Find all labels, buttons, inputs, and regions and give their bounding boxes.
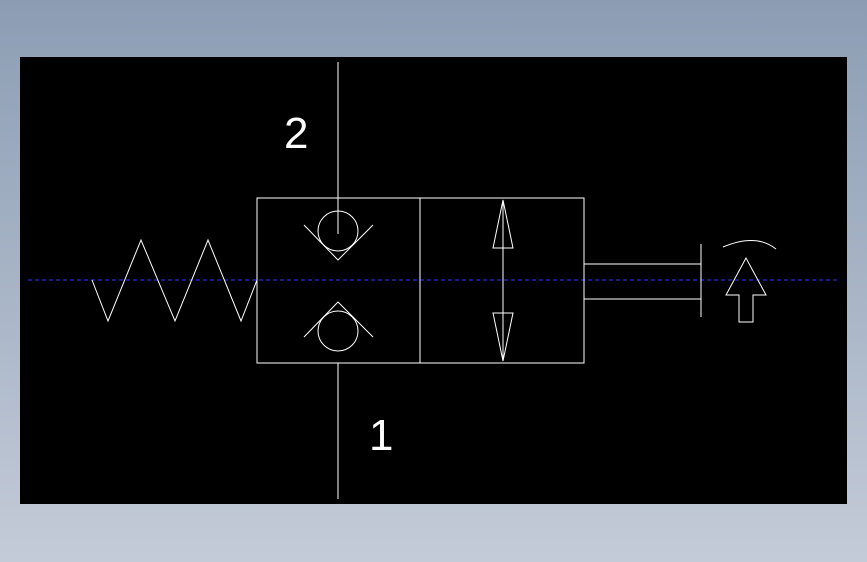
port-label-2: 2 bbox=[284, 109, 308, 158]
check-valve-open-icon bbox=[303, 210, 374, 261]
cad-viewport[interactable]: 2 1 bbox=[20, 57, 847, 504]
manual-push-icon bbox=[722, 240, 777, 323]
flow-arrow-icon bbox=[492, 199, 514, 362]
plunger-icon bbox=[584, 244, 702, 317]
spring-icon bbox=[91, 238, 258, 323]
port-label-1: 1 bbox=[369, 411, 393, 460]
valve-symbol-drawing: 2 1 bbox=[28, 62, 840, 499]
check-valve-closed-icon bbox=[303, 301, 374, 352]
valve-envelope-right bbox=[419, 197, 585, 364]
